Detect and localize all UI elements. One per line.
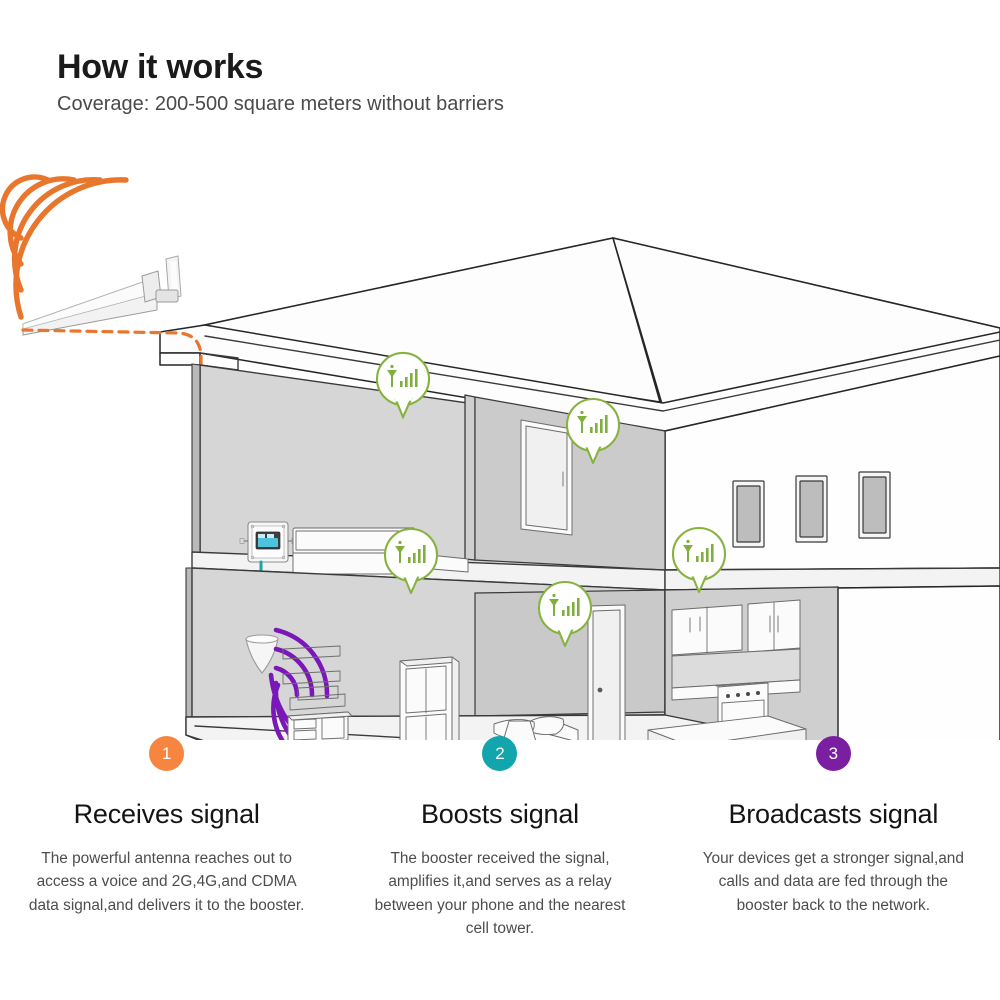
step-1-description: The powerful antenna reaches out to acce… <box>28 849 305 914</box>
indoor-dome-antenna <box>245 634 279 674</box>
signal-bubble-shelf <box>383 527 439 595</box>
step-3-title: Broadcasts signal <box>728 799 939 829</box>
facade-windows <box>732 471 891 548</box>
step-3-badge: 3 <box>815 736 851 771</box>
lower-hallway-door <box>587 604 626 740</box>
signal-bubble-bedroom <box>375 351 431 420</box>
page-title: How it works <box>57 48 264 86</box>
step-2-badge: 2 <box>482 736 518 771</box>
outdoor-signal-waves <box>0 174 129 320</box>
upper-hallway-door <box>520 419 573 536</box>
signal-bubble-kitchen <box>671 526 727 594</box>
signal-bubble-hallway <box>565 397 621 465</box>
step-3: 3 Broadcasts signal Your devices get a s… <box>667 736 1000 966</box>
step-2: 2 Boosts signal The booster received the… <box>333 736 666 966</box>
steps-section: 1 Receives signal The powerful antenna r… <box>0 736 1000 966</box>
header: How it works Coverage: 200-500 square me… <box>57 48 937 116</box>
outdoor-antenna-icon <box>22 255 182 336</box>
step-1: 1 Receives signal The powerful antenna r… <box>0 736 333 966</box>
step-2-description: The booster received the signal, amplifi… <box>374 849 626 937</box>
outdoor-coax-cable <box>21 328 203 388</box>
house-roof <box>159 237 1000 432</box>
signal-bubble-livingroom <box>537 580 593 648</box>
signal-booster-unit <box>239 521 297 563</box>
house-cutaway-illustration: .ln { fill:none; stroke:#3a3a3a; stroke-… <box>0 150 1000 740</box>
step-1-title: Receives signal <box>73 799 260 829</box>
page-subtitle: Coverage: 200-500 square meters without … <box>57 93 504 116</box>
tall-cabinet <box>399 656 460 740</box>
kitchen <box>647 599 807 740</box>
step-2-title: Boosts signal <box>420 799 579 829</box>
step-1-badge: 1 <box>149 736 185 771</box>
step-3-description: Your devices get a stronger signal,and c… <box>702 849 964 914</box>
living-room-shelving <box>282 645 353 740</box>
